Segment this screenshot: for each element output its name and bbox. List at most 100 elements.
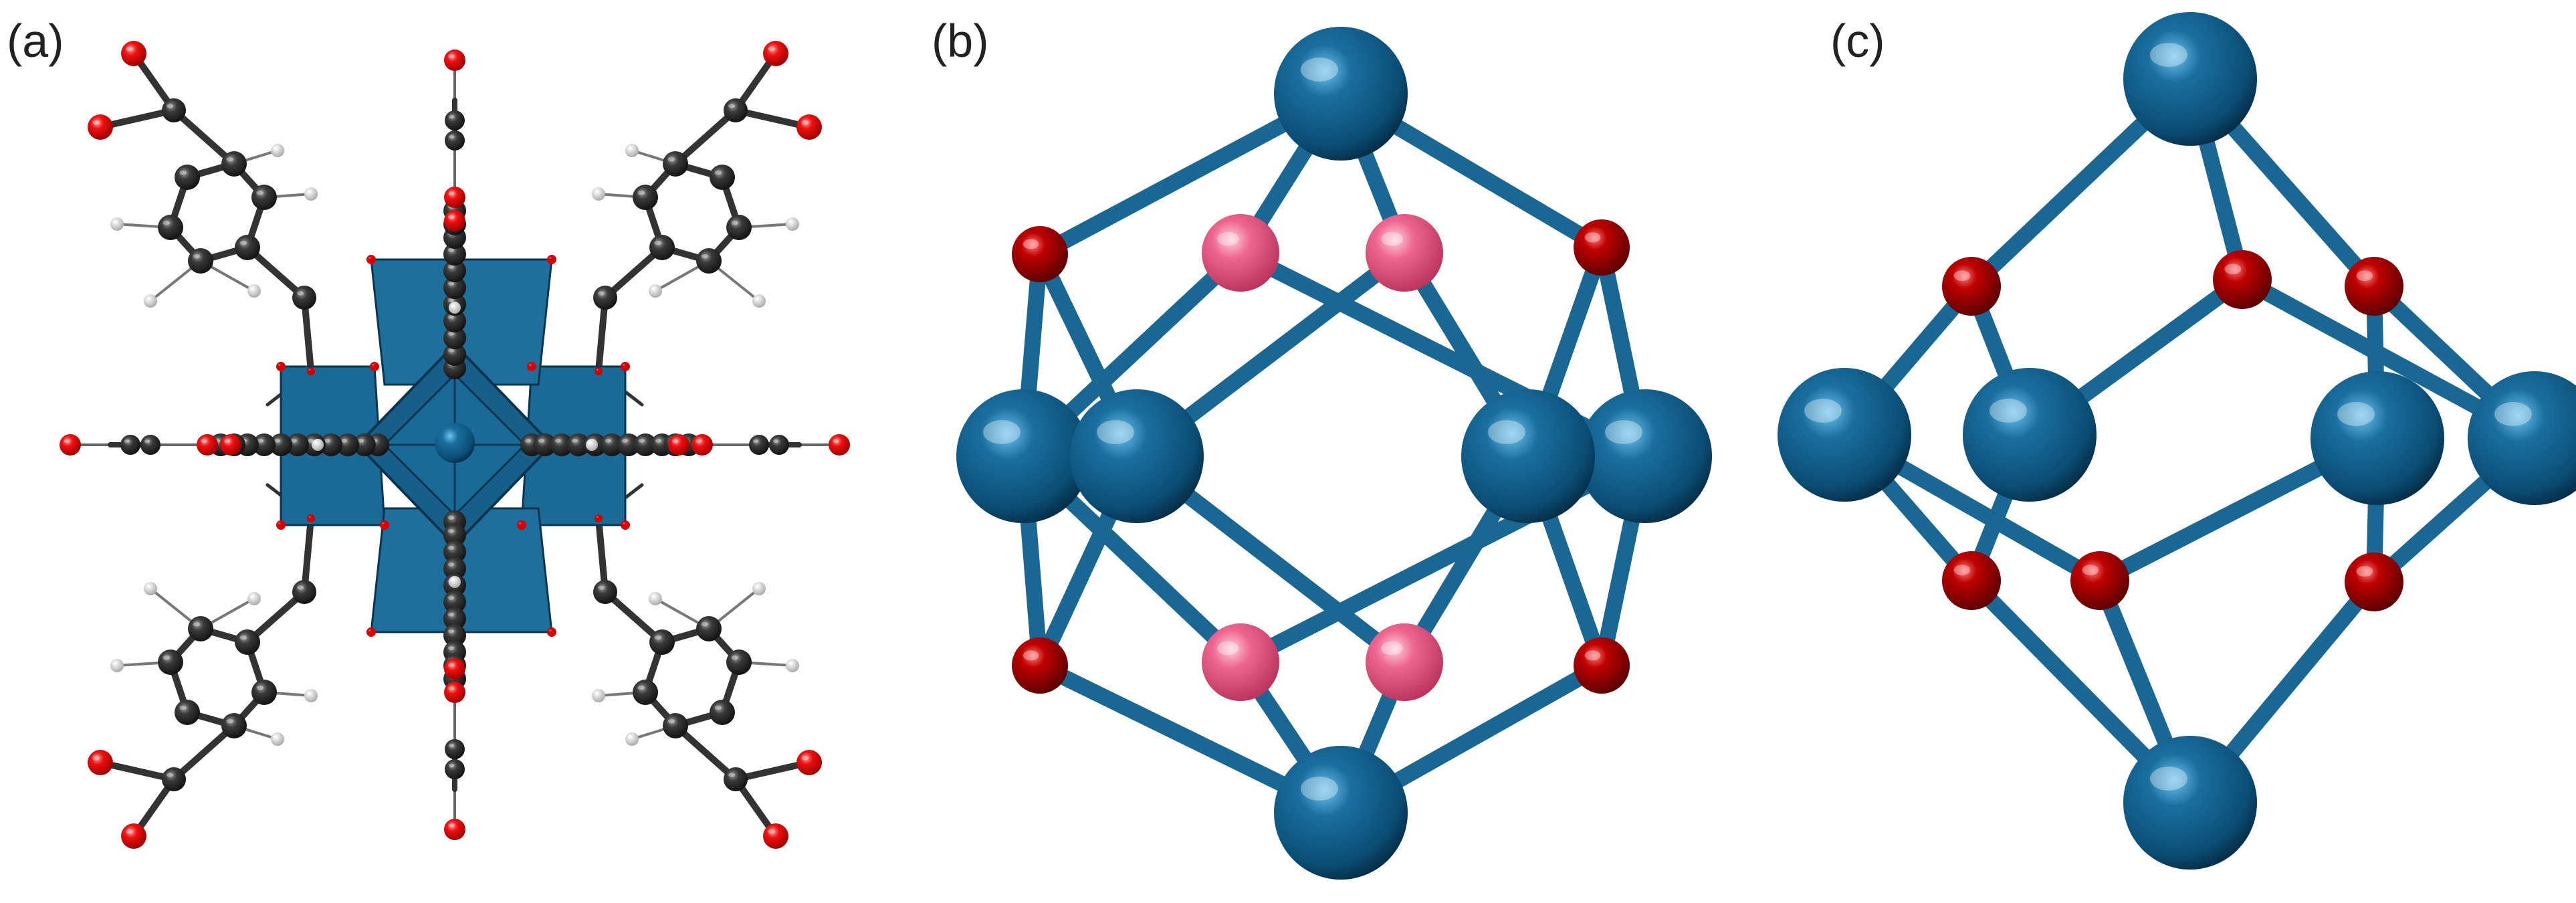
carbon-atom	[443, 540, 466, 563]
oxygen-atom	[547, 627, 556, 637]
pink-atom	[1366, 214, 1443, 292]
atom-highlight	[595, 190, 599, 193]
atom-highlight	[224, 439, 231, 443]
hydrogen-atom	[786, 217, 799, 231]
carbon-atom	[567, 433, 590, 456]
atom-highlight	[179, 170, 187, 175]
pink-atom	[1202, 214, 1279, 292]
carbon-atom	[292, 286, 316, 310]
carbon-atom	[726, 215, 752, 240]
carbon-atom	[445, 759, 465, 779]
oxygen-atom	[763, 823, 788, 849]
atom-highlight	[239, 240, 247, 245]
atom-highlight	[1584, 232, 1601, 243]
carbon-atom	[188, 616, 213, 641]
hydrogen-atom	[247, 592, 261, 605]
atom-highlight	[638, 438, 645, 443]
metal-atom	[2123, 736, 2257, 870]
atom-highlight	[146, 297, 150, 300]
hydrogen-atom	[449, 302, 461, 314]
oxygen-atom	[307, 514, 315, 522]
oxygen-atom	[668, 434, 689, 456]
hydrogen-atom	[625, 144, 639, 157]
atom-highlight	[728, 104, 736, 108]
carbon-atom	[162, 98, 186, 122]
atom-highlight	[274, 146, 278, 150]
oxygen-atom	[796, 114, 822, 140]
pink-atom	[1366, 623, 1443, 701]
atom-highlight	[773, 439, 779, 443]
atom-highlight	[714, 170, 722, 175]
carbon-atom	[696, 616, 722, 641]
atom-highlight	[701, 254, 709, 259]
carbon-atom	[443, 310, 466, 332]
oxygen-atom	[444, 819, 465, 840]
oxygen-atom	[88, 750, 113, 775]
oxygen-atom	[763, 41, 788, 66]
atom-highlight	[447, 331, 455, 336]
atom-highlight	[596, 516, 599, 518]
hydrogen-atom	[247, 284, 261, 298]
carbon-atom	[634, 433, 657, 456]
atom-highlight	[1381, 641, 1403, 656]
atom-highlight	[2150, 767, 2187, 791]
atom-highlight	[447, 645, 455, 650]
atom-highlight	[728, 773, 736, 777]
carbon-atom	[443, 624, 466, 647]
atom-highlight	[448, 686, 455, 691]
oxygen-atom	[621, 362, 630, 371]
hydrogen-atom	[592, 187, 605, 201]
hydrogen-atom	[271, 144, 284, 157]
atom-highlight	[1488, 420, 1525, 444]
atom-highlight	[755, 585, 759, 588]
carbon-atom	[593, 286, 617, 310]
atom-highlight	[193, 621, 201, 627]
panel-c-atoms	[1778, 12, 2576, 870]
carbon-atom	[550, 433, 573, 456]
metal-atom	[956, 389, 1090, 523]
oxygen-atom	[276, 362, 286, 371]
carbon-atom	[175, 165, 200, 190]
atom-highlight	[983, 420, 1021, 444]
carbon-atom	[726, 649, 752, 675]
atom-highlight	[368, 257, 371, 259]
hydrogen-atom	[304, 187, 318, 201]
atom-highlight	[731, 655, 739, 660]
atom-highlight	[1953, 270, 1971, 282]
atom-highlight	[381, 522, 385, 524]
atom-highlight	[447, 515, 455, 520]
atom-highlight	[2224, 264, 2242, 275]
atom-highlight	[257, 438, 264, 443]
carbon-atom	[235, 629, 260, 655]
oxygen-atom	[595, 514, 603, 522]
atom-highlight	[571, 438, 578, 443]
carbon-atom	[443, 524, 466, 546]
atom-highlight	[588, 441, 592, 444]
metal-atom	[1070, 389, 1204, 523]
atom-highlight	[1584, 650, 1601, 661]
oxygen-atom	[444, 658, 465, 680]
carbon-atom	[221, 713, 247, 738]
carbon-atom	[443, 557, 466, 580]
atom-highlight	[163, 220, 171, 225]
atom-highlight	[1023, 650, 1039, 661]
atom-highlight	[2494, 402, 2532, 426]
panel-c-cluster	[1778, 12, 2576, 870]
atom-highlight	[2356, 270, 2373, 282]
oxygen-atom	[60, 434, 81, 456]
metal-atom	[1963, 368, 2097, 502]
carbon-atom	[617, 433, 640, 456]
oxygen-atom	[1574, 637, 1630, 694]
atom-highlight	[1990, 399, 2027, 423]
atom-highlight	[92, 755, 100, 761]
hydrogen-atom	[592, 689, 605, 702]
pink-atom	[1202, 623, 1279, 701]
atom-highlight	[144, 439, 150, 443]
atom-highlight	[371, 364, 374, 366]
carbon-atom	[353, 433, 376, 456]
carbon-atom	[188, 248, 213, 274]
hydrogen-atom	[649, 592, 662, 605]
carbon-atom	[749, 435, 769, 455]
atom-highlight	[451, 304, 455, 307]
hydrogen-atom	[304, 689, 318, 702]
